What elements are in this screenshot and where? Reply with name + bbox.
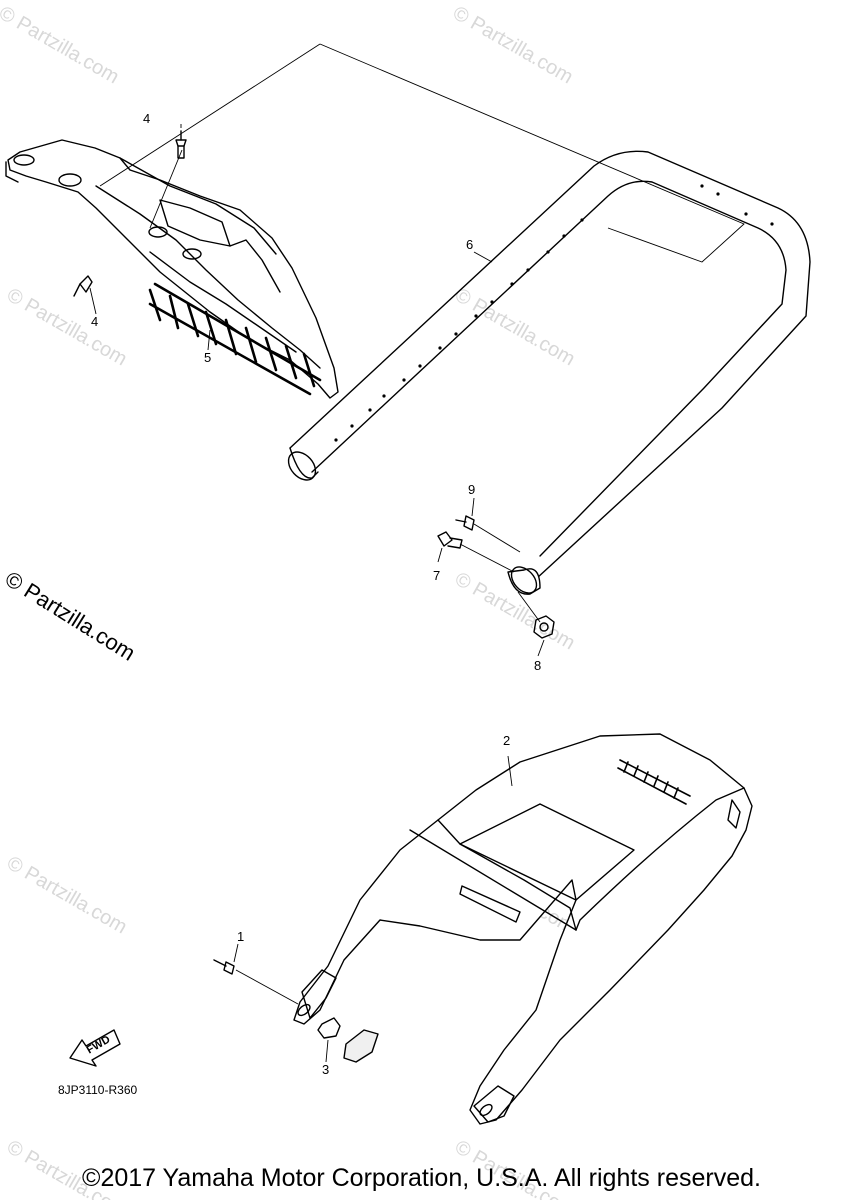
callout-6: 6 — [466, 237, 474, 252]
part-9-rivet — [455, 515, 475, 531]
part-3-grommet — [317, 1017, 379, 1063]
part-4-rivet-bottom — [73, 275, 93, 297]
yamaha-brand-mark — [148, 282, 322, 396]
callout-3: 3 — [322, 1062, 330, 1077]
callout-5: 5 — [204, 350, 212, 365]
callout-4: 4 — [91, 314, 99, 329]
callout-2: 2 — [503, 733, 511, 748]
part-2-seat-cover — [293, 733, 753, 1125]
callout-4: 4 — [143, 111, 151, 126]
fwd-arrow-icon — [69, 1029, 121, 1067]
part-4-rivet-top — [175, 130, 187, 159]
part-1-rivet — [213, 959, 235, 975]
diagram-code: 8JP3110-R360 — [58, 1083, 138, 1097]
seat-brand-mark — [617, 759, 691, 805]
part-8-nut — [533, 615, 555, 639]
rail-holes — [334, 184, 774, 442]
part-7-bolt — [437, 531, 463, 549]
part-5-flap — [5, 139, 339, 399]
part-6-rail — [287, 150, 811, 595]
copyright-notice: ©2017 Yamaha Motor Corporation, U.S.A. A… — [82, 1164, 761, 1192]
callout-9: 9 — [468, 482, 476, 497]
callout-1: 1 — [237, 929, 245, 944]
callout-8: 8 — [534, 658, 542, 673]
leader-lines — [89, 43, 745, 1063]
callout-7: 7 — [433, 568, 441, 583]
